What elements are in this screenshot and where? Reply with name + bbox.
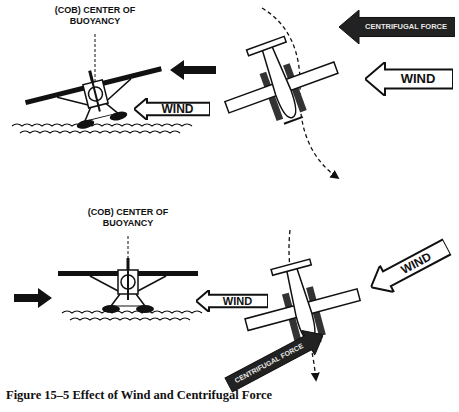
arrow-shape — [222, 322, 330, 397]
arrow-label: WIND — [209, 290, 266, 312]
force-arrow: CENTRIFUGAL FORCE — [339, 10, 455, 44]
arrow-shape — [364, 234, 454, 301]
arrow-label: CENTRIFUGAL FORCE — [223, 330, 314, 396]
arrow-label: WIND — [147, 98, 208, 120]
figure-caption: Figure 15–5 Effect of Wind and Centrifug… — [6, 388, 272, 403]
water-waves — [12, 124, 202, 320]
seaplane-top-view — [211, 23, 348, 140]
force-arrow — [14, 288, 52, 308]
cob-label: (COB) CENTER OF BUOYANCY — [78, 207, 178, 229]
wave-stroke — [70, 318, 190, 320]
arrow-label: WIND — [385, 62, 451, 96]
arrow-shape — [339, 10, 455, 44]
arrow-label: CENTRIFUGAL FORCE — [359, 10, 453, 44]
cob-label: (COB) CENTER OF BUOYANCY — [45, 5, 145, 27]
wave-stroke — [62, 311, 202, 313]
wave-stroke — [12, 124, 192, 126]
wave-stroke — [20, 131, 180, 133]
force-arrow: WIND — [134, 98, 210, 120]
arrow-shape — [134, 98, 210, 120]
force-arrow: WIND — [364, 234, 454, 301]
seaplane-front-banked — [22, 54, 171, 141]
force-arrow: WIND — [365, 62, 453, 96]
arrow-shape — [196, 290, 268, 312]
arrow-label: WIND — [380, 235, 452, 292]
cob-line — [95, 34, 96, 82]
force-arrow — [170, 60, 216, 80]
seaplane-front-level — [58, 258, 198, 313]
arrow-shape — [365, 62, 453, 96]
force-arrow: WIND — [196, 290, 268, 312]
